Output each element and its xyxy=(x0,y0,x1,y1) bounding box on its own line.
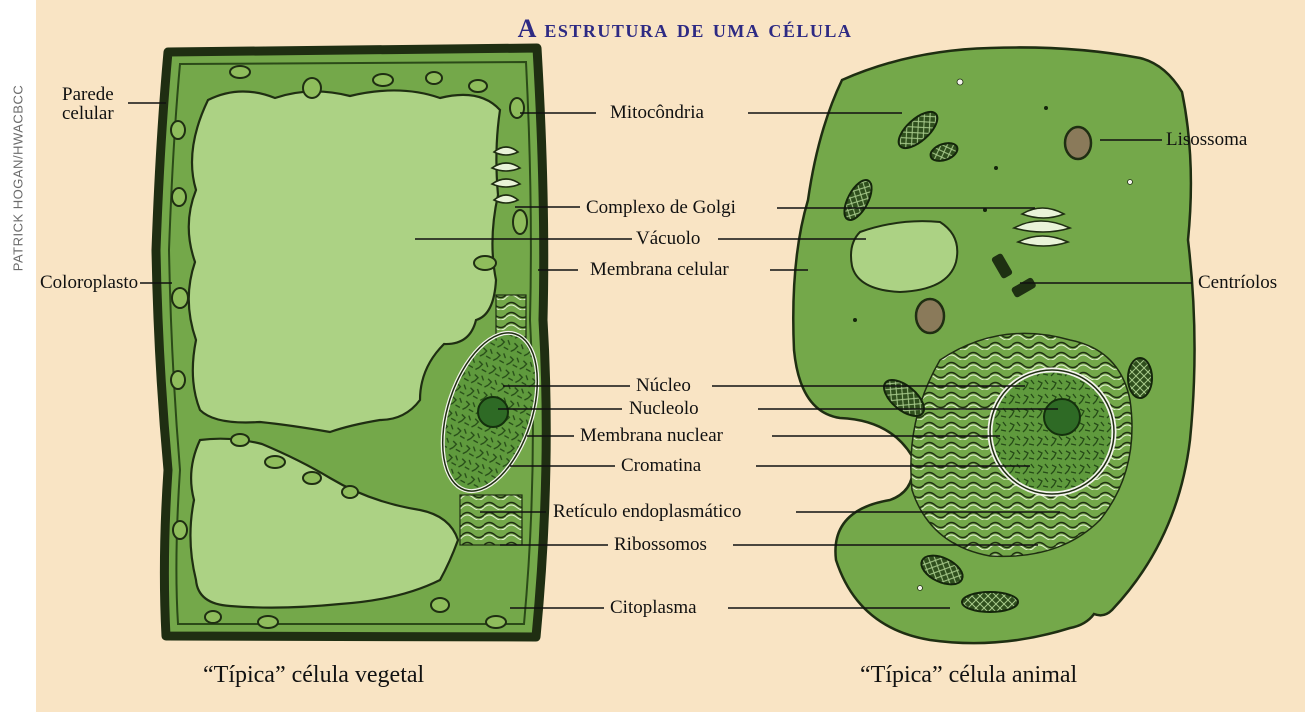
animal-vacuole xyxy=(851,221,957,292)
lysosome xyxy=(1065,127,1091,159)
label-membrana-nuclear: Membrana nuclear xyxy=(580,426,723,446)
plant-nucleolus xyxy=(478,397,508,427)
label-reticulo-endoplasmatico: Retículo endoplasmático xyxy=(553,502,741,522)
label-vacuolo: Vácuolo xyxy=(636,229,700,249)
plant-cell xyxy=(156,48,555,637)
plant-er-lower xyxy=(460,495,522,545)
label-cromatina: Cromatina xyxy=(621,456,701,476)
label-coloroplasto: Coloroplasto xyxy=(40,273,138,293)
label-ribossomos: Ribossomos xyxy=(614,535,707,555)
animal-golgi xyxy=(1014,208,1070,246)
animal-nucleolus xyxy=(1044,399,1080,435)
label-membrana-celular: Membrana celular xyxy=(590,260,729,280)
label-complexo-de-golgi: Complexo de Golgi xyxy=(586,198,736,218)
label-mitocondria: Mitocôndria xyxy=(610,103,704,123)
animal-cell xyxy=(793,47,1194,643)
label-nucleolo: Nucleolo xyxy=(629,399,699,419)
label-centriolos: Centríolos xyxy=(1198,273,1277,293)
lysosome-2 xyxy=(916,299,944,333)
label-citoplasma: Citoplasma xyxy=(610,598,697,618)
label-parede-celular-1: Parede xyxy=(62,85,114,105)
caption-animal-cell: “Típica” célula animal xyxy=(860,662,1077,689)
label-lisossoma: Lisossoma xyxy=(1166,130,1247,150)
label-parede-celular-2: celular xyxy=(62,104,114,124)
label-nucleo: Núcleo xyxy=(636,376,691,396)
caption-plant-cell: “Típica” célula vegetal xyxy=(203,662,424,689)
